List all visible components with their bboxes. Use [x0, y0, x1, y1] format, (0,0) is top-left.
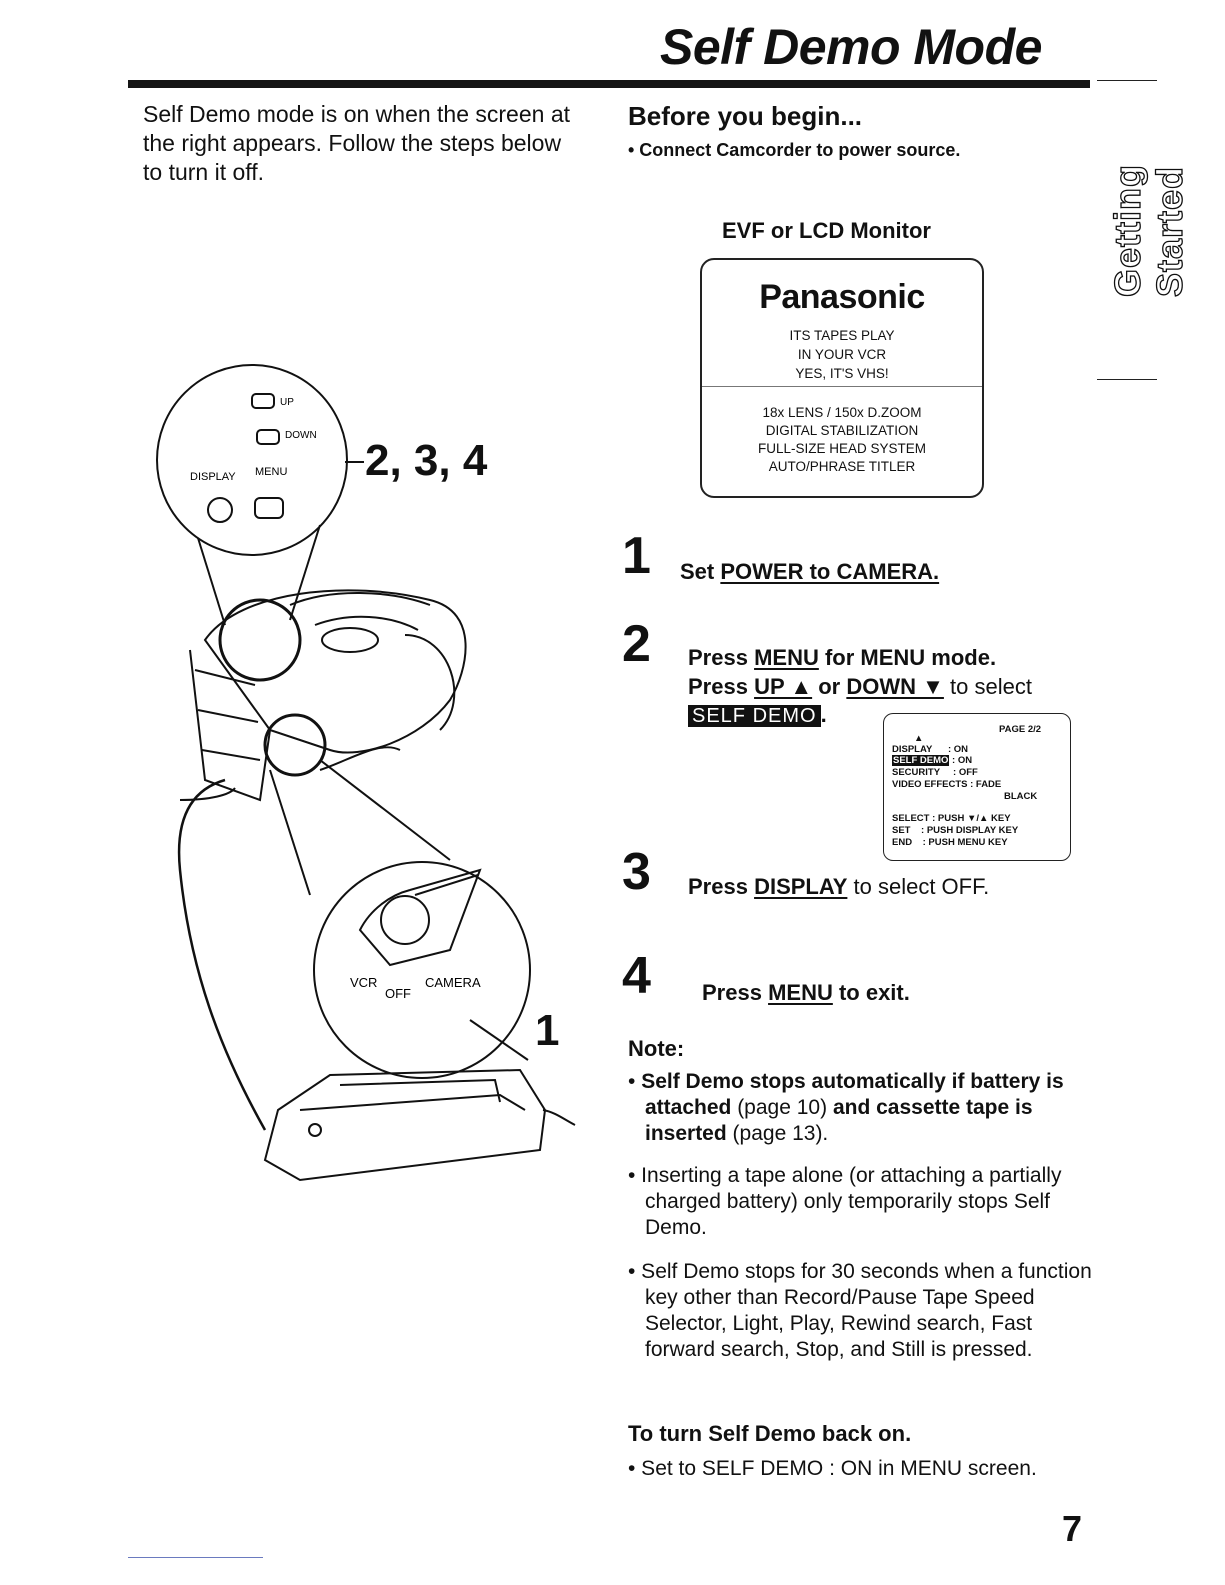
camera-label: CAMERA — [425, 975, 481, 990]
feature-line: 18x LENS / 150x D.ZOOM — [762, 405, 922, 420]
step-4-text: Press MENU to exit. — [702, 980, 910, 1005]
footer-line — [128, 1557, 263, 1558]
step-2-number: 2 — [622, 615, 651, 673]
menu-row-display: DISPLAY : ON — [892, 744, 969, 755]
camcorder-body — [203, 589, 467, 754]
menu-page: PAGE 2/2 — [999, 724, 1042, 735]
ac-adapter — [263, 1068, 547, 1182]
step-2-line-1: Press MENU for MENU mode. — [688, 645, 997, 670]
monitor-divider — [702, 386, 982, 387]
note-item: • Self Demo stops for 30 seconds when a … — [628, 1260, 1092, 1361]
menu-row-video-effects: VIDEO EFFECTS : FADE — [892, 779, 1002, 790]
up-label: UP — [280, 397, 294, 408]
camcorder-illustration: UP DOWN DISPLAY MENU VCR OFF CAMERA — [156, 364, 576, 1182]
power-switch-zoom-circle — [313, 861, 531, 1079]
menu-row-security: SECURITY : OFF — [892, 767, 978, 778]
feature-line: AUTO/PHRASE TITLER — [768, 459, 916, 474]
callout-steps-2-3-4: 2, 3, 4 — [365, 436, 488, 485]
note-item: • Self Demo stops automatically if batte… — [628, 1070, 1064, 1145]
section-tab-label: Getting Started — [1106, 164, 1190, 298]
power-cable — [177, 778, 267, 1131]
note-item: • Inserting a tape alone (or attaching a… — [628, 1164, 1062, 1239]
menu-label: MENU — [255, 466, 287, 478]
callout-step-1: 1 — [535, 1006, 560, 1055]
button-zoom-circle — [156, 364, 348, 556]
feature-line: DIGITAL STABILIZATION — [765, 423, 919, 438]
step-1-text: Set POWER to CAMERA. — [680, 559, 940, 584]
menu-row-select: SELECT : PUSH ▼/▲ KEY — [892, 813, 1011, 824]
step-3-number: 3 — [622, 843, 651, 901]
display-label: DISPLAY — [190, 471, 236, 483]
slogan-line: ITS TAPES PLAY — [789, 328, 895, 343]
menu-row-set: SET : PUSH DISPLAY KEY — [892, 825, 1019, 836]
before-bullet: • Connect Camcorder to power source. — [628, 140, 961, 160]
step-1-number: 1 — [622, 527, 651, 585]
feature-line: FULL-SIZE HEAD SYSTEM — [757, 441, 927, 456]
intro-text: Self Demo mode is on when the screen at … — [143, 101, 571, 185]
self-demo-badge: SELF DEMO — [688, 705, 821, 727]
monitor-caption: EVF or LCD Monitor — [722, 218, 931, 243]
step-2-line-3: SELF DEMO. — [688, 702, 827, 728]
step-2-line-2: Press UP ▲ or DOWN ▼ to select — [688, 674, 1032, 699]
slogan-line: YES, IT'S VHS! — [795, 366, 889, 381]
power-detail-circle — [263, 713, 327, 777]
menu-row-self-demo: SELF DEMO : ON — [892, 755, 973, 766]
menu-up-arrow: ▲ — [914, 733, 924, 744]
monitor-screen: Panasonic ITS TAPES PLAY IN YOUR VCR YES… — [700, 258, 984, 498]
off-label: OFF — [385, 986, 411, 1001]
page-number: 7 — [1062, 1508, 1083, 1549]
turn-on-bullet: • Set to SELF DEMO : ON in MENU screen. — [628, 1457, 1037, 1480]
section-tab — [1097, 80, 1157, 380]
down-button-icon — [256, 429, 280, 445]
display-button-icon — [207, 497, 233, 523]
down-label: DOWN — [285, 430, 317, 441]
note-heading: Note: — [628, 1036, 685, 1061]
step-3-text: Press DISPLAY to select OFF. — [688, 874, 990, 899]
menu-button-icon — [254, 497, 284, 519]
step-4-number: 4 — [622, 947, 651, 1005]
slogan-line: IN YOUR VCR — [797, 347, 887, 362]
menu-row-black: BLACK — [1004, 791, 1038, 802]
turn-on-heading: To turn Self Demo back on. — [628, 1421, 912, 1446]
menu-row-end: END : PUSH MENU KEY — [892, 837, 1008, 848]
menu-screen: PAGE 2/2 ▲ DISPLAY : ON SELF DEMO : ON S… — [883, 713, 1071, 861]
vcr-label: VCR — [350, 975, 377, 990]
brand-logo: Panasonic — [759, 278, 925, 316]
title-rule — [128, 80, 1090, 88]
up-button-icon — [251, 393, 275, 409]
page-title: Self Demo Mode — [660, 19, 1042, 75]
display-detail-circle — [218, 598, 302, 682]
before-heading: Before you begin... — [628, 101, 863, 131]
